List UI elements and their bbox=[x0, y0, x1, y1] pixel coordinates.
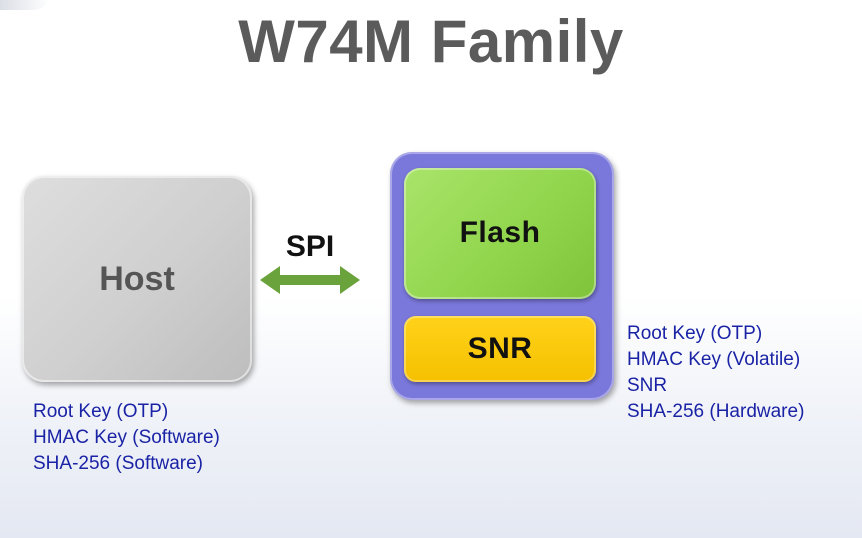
chip-feature-list: Root Key (OTP) HMAC Key (Volatile) SNR S… bbox=[627, 321, 804, 425]
snr-label: SNR bbox=[467, 332, 533, 365]
arrow-shape bbox=[260, 266, 360, 294]
host-feature-list: Root Key (OTP) HMAC Key (Software) SHA-2… bbox=[33, 399, 220, 477]
spi-label: SPI bbox=[285, 230, 335, 263]
host-feature-item: SHA-256 (Software) bbox=[33, 453, 204, 474]
bidirectional-arrow-icon bbox=[260, 266, 360, 294]
flash-block: Flash bbox=[404, 168, 596, 299]
flash-label: Flash bbox=[459, 216, 541, 249]
host-block: Host bbox=[22, 176, 252, 382]
chip-feature-item: SHA-256 (Hardware) bbox=[627, 401, 805, 422]
host-label: Host bbox=[99, 259, 175, 298]
snr-block: SNR bbox=[404, 316, 596, 382]
chip-feature-item: Root Key (OTP) bbox=[627, 323, 763, 344]
host-feature-item: Root Key (OTP) bbox=[33, 401, 169, 422]
chip-feature-item: SNR bbox=[627, 375, 668, 396]
corner-decoration bbox=[0, 0, 50, 10]
chip-feature-item: HMAC Key (Volatile) bbox=[627, 349, 801, 370]
page-title: W74M Family bbox=[238, 8, 624, 75]
host-feature-item: HMAC Key (Software) bbox=[33, 427, 220, 448]
